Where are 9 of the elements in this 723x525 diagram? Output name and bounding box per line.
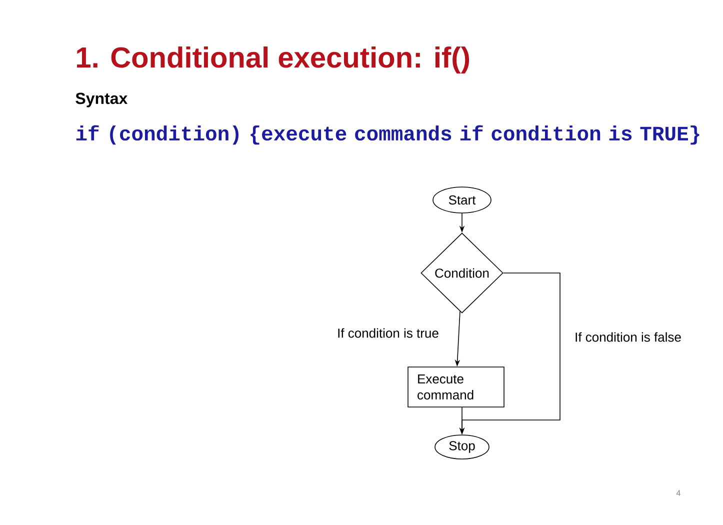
- terminal-oval: Start: [432, 186, 492, 214]
- terminal-oval: Stop: [434, 434, 490, 460]
- page-number: 4: [676, 490, 680, 496]
- slide-title: 1. Conditional execution: if(): [77, 46, 470, 74]
- code-text: if (condition) {execute commands if condition is TRUE}: [76, 125, 700, 145]
- edge-label: If condition is false: [576, 332, 681, 342]
- section-heading: Syntax: [76, 92, 128, 108]
- process-box: Execute command: [408, 366, 504, 408]
- edge-label: If condition is true: [338, 328, 438, 338]
